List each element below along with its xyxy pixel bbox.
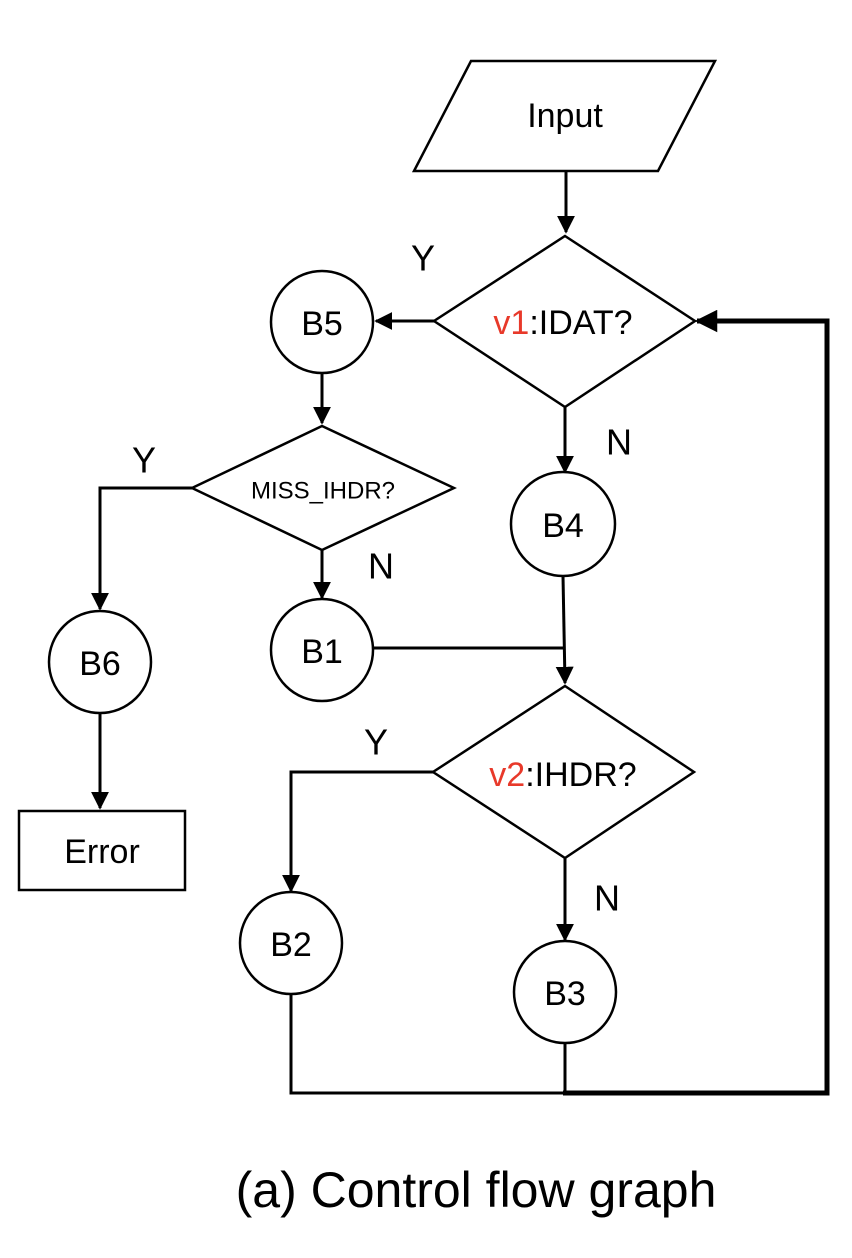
miss-ihdr-decision-node: MISS_IHDR?: [189, 424, 457, 552]
error-node: Error: [17, 809, 187, 892]
edge-v2-to-b2: [282, 770, 433, 893]
input-label: Input: [527, 97, 603, 135]
v2-label: v2:IHDR?: [489, 756, 636, 794]
v1-variable: v1: [493, 304, 529, 342]
error-label: Error: [64, 833, 140, 871]
b3-node: B3: [512, 939, 618, 1045]
edge-loop-back-to-v1: [563, 309, 830, 1096]
b4-node: B4: [509, 470, 617, 578]
b2-node: B2: [238, 890, 344, 996]
b6-label: B6: [79, 645, 121, 683]
b1-node: B1: [269, 597, 375, 703]
v2-variable: v2: [489, 756, 525, 794]
miss-ihdr-no-label: N: [368, 546, 394, 587]
b5-label: B5: [301, 305, 343, 343]
v2-yes-label: Y: [364, 722, 388, 763]
figure-caption: (a) Control flow graph: [236, 1162, 717, 1218]
v2-no-label: N: [594, 878, 620, 919]
b1-label: B1: [301, 633, 343, 671]
b4-label: B4: [542, 507, 584, 545]
input-node: Input: [411, 59, 718, 173]
v2-condition: :IHDR?: [525, 756, 636, 794]
v1-no-label: N: [606, 422, 632, 463]
b3-label: B3: [544, 975, 586, 1013]
b2-label: B2: [270, 926, 312, 964]
v1-decision-node: v1:IDAT?: [431, 234, 698, 409]
edge-b2-to-loop: [289, 995, 566, 1095]
miss-ihdr-label: MISS_IHDR?: [251, 478, 395, 505]
b5-node: B5: [269, 269, 375, 375]
v2-decision-node: v2:IHDR?: [430, 684, 697, 860]
v1-yes-label: Y: [411, 238, 435, 279]
edge-b4-to-v2: [555, 575, 574, 685]
miss-ihdr-yes-label: Y: [132, 440, 156, 481]
edge-miss-ihdr-to-b6: [91, 486, 192, 611]
b6-node: B6: [47, 609, 153, 715]
v1-label: v1:IDAT?: [493, 304, 632, 342]
v1-condition: :IDAT?: [529, 304, 632, 342]
